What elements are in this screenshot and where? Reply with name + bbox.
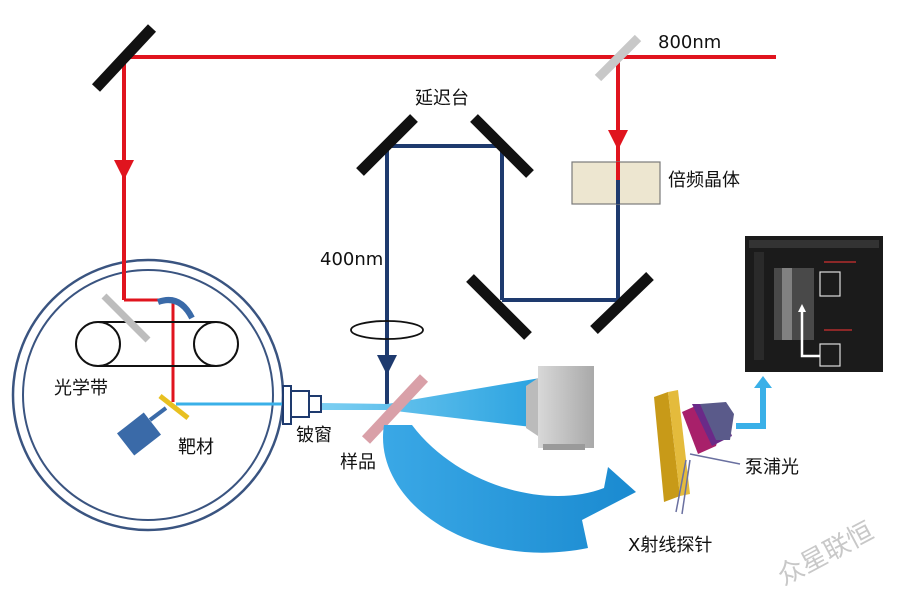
target-assembly <box>116 394 190 456</box>
beam-800nm-path <box>114 55 776 402</box>
sample <box>361 374 429 444</box>
doubling-crystal <box>571 161 661 205</box>
label-doubling-crystal: 倍频晶体 <box>668 170 740 191</box>
result-image <box>745 236 883 372</box>
label-be-window: 铍窗 <box>296 425 332 446</box>
xray-beam <box>176 378 540 428</box>
label-delay-stage: 延迟台 <box>415 88 469 109</box>
label-800nm: 800nm <box>658 32 722 53</box>
focusing-lens <box>350 320 424 340</box>
beam-splitter-800nm <box>594 34 642 82</box>
label-optical-tape: 光学带 <box>54 378 108 399</box>
label-400nm: 400nm <box>320 249 384 270</box>
delay-stage-mirrors <box>356 114 654 340</box>
result-arrow <box>736 376 772 429</box>
xray-camera <box>526 366 594 450</box>
label-pump-light: 泵浦光 <box>745 457 799 478</box>
label-target: 靶材 <box>178 437 214 458</box>
label-xray-probe: X射线探针 <box>628 535 713 556</box>
mirror-top-left <box>91 24 157 92</box>
beryllium-window <box>282 385 322 425</box>
xray-probe-assembly <box>654 390 741 515</box>
curved-arrow <box>383 425 636 553</box>
optical-tape-system <box>75 293 239 367</box>
label-sample: 样品 <box>340 452 376 473</box>
